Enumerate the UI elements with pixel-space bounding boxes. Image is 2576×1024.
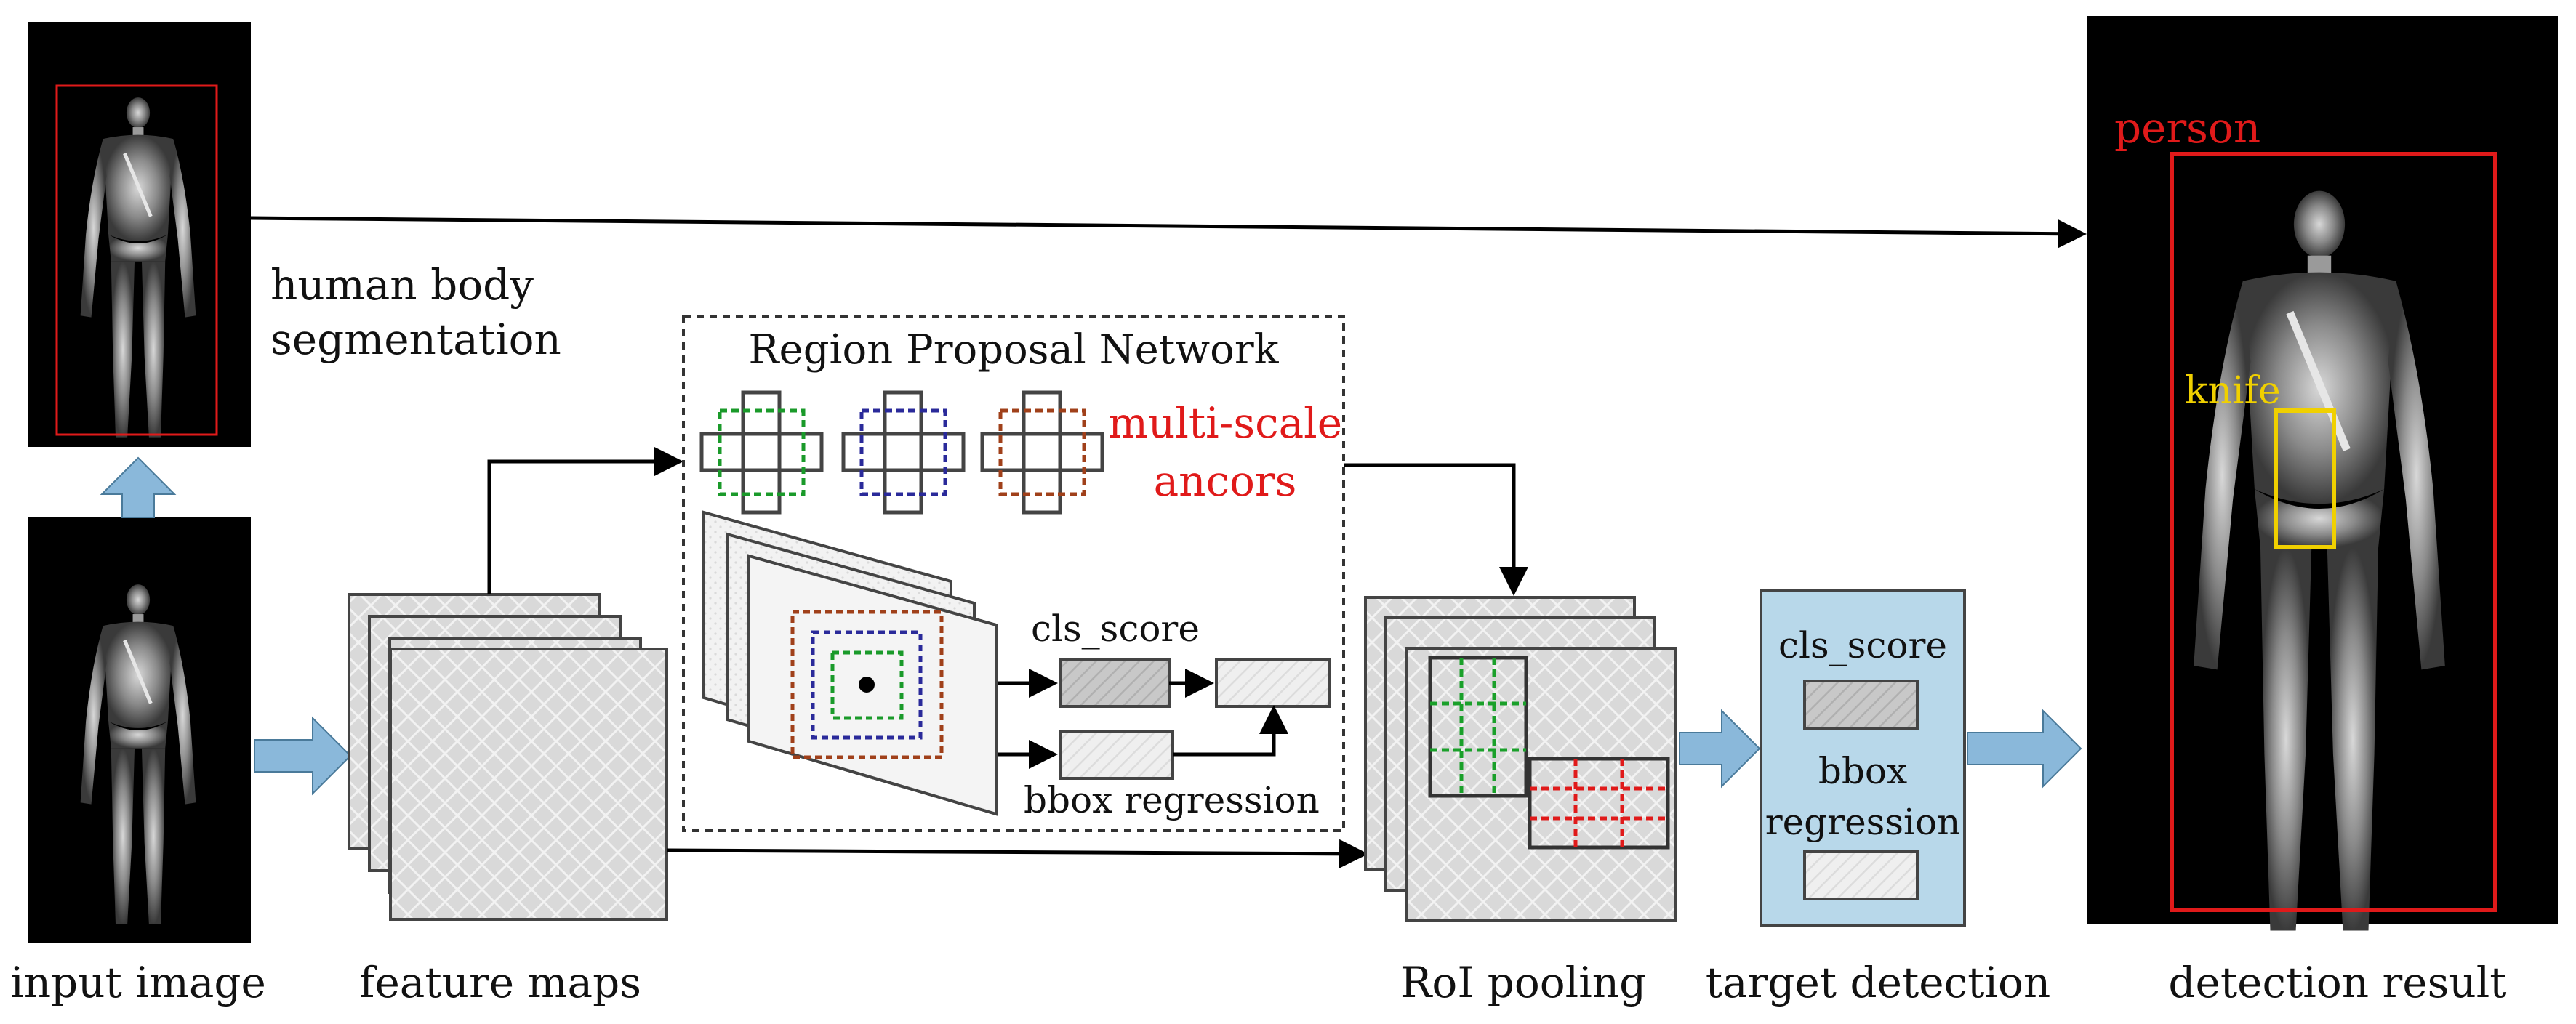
rpn-cls-score-label: cls_score — [1031, 608, 1200, 650]
segmentation-label: segmentation — [270, 315, 561, 364]
human-body-label: human body — [270, 260, 534, 310]
feature-to-roi-arrow — [666, 839, 1368, 868]
person-label: person — [2114, 103, 2260, 153]
td-regression-label: regression — [1765, 801, 1961, 843]
knife-box — [2274, 408, 2336, 549]
roi-pooling-label: RoI pooling — [1400, 958, 1646, 1007]
person-box — [2170, 152, 2497, 912]
roi-green-grid — [1428, 656, 1528, 798]
knife-label: knife — [2185, 369, 2281, 413]
td-cls-score-box — [1803, 680, 1919, 730]
roi-to-target-arrow — [1679, 709, 1761, 789]
target-to-result-arrow — [1967, 709, 2082, 789]
roi-red-grid — [1528, 757, 1670, 850]
feature-maps — [348, 593, 668, 921]
rpn-bbox-box — [1059, 730, 1174, 780]
rpn-feature-planes — [702, 510, 998, 816]
rpn-bbox-regression-label: bbox regression — [1024, 779, 1320, 821]
anchor-brown — [980, 390, 1104, 515]
td-cls-score-label: cls_score — [1778, 624, 1947, 666]
up-arrow — [100, 456, 177, 518]
anchor-blue — [841, 390, 966, 515]
td-bbox-label: bbox — [1818, 750, 1907, 792]
rpn-title: Region Proposal Network — [748, 326, 1279, 374]
input-image-label: input image — [10, 958, 266, 1007]
rpn-cls-score-box — [1059, 658, 1171, 708]
feature-maps-label: feature maps — [359, 958, 641, 1007]
rpn-box — [682, 315, 1345, 832]
rpn-to-roi-arrow — [1344, 463, 1528, 596]
detection-result-label: detection result — [2168, 958, 2506, 1007]
detection-result-image — [2087, 16, 2558, 931]
input-image — [28, 517, 251, 943]
td-bbox-box — [1803, 850, 1919, 900]
segmentation-box — [55, 84, 218, 436]
input-arrow — [254, 716, 352, 796]
multiscale-label: multi-scale — [1108, 398, 1342, 448]
feature-to-rpn-arrow — [487, 447, 683, 594]
segmented-image — [28, 22, 251, 447]
ancors-label: ancors — [1154, 456, 1297, 506]
segmentation-arrow — [250, 216, 2087, 249]
target-detection-label: target detection — [1706, 958, 2051, 1007]
anchor-green — [699, 390, 824, 515]
rpn-output-box — [1215, 658, 1331, 708]
